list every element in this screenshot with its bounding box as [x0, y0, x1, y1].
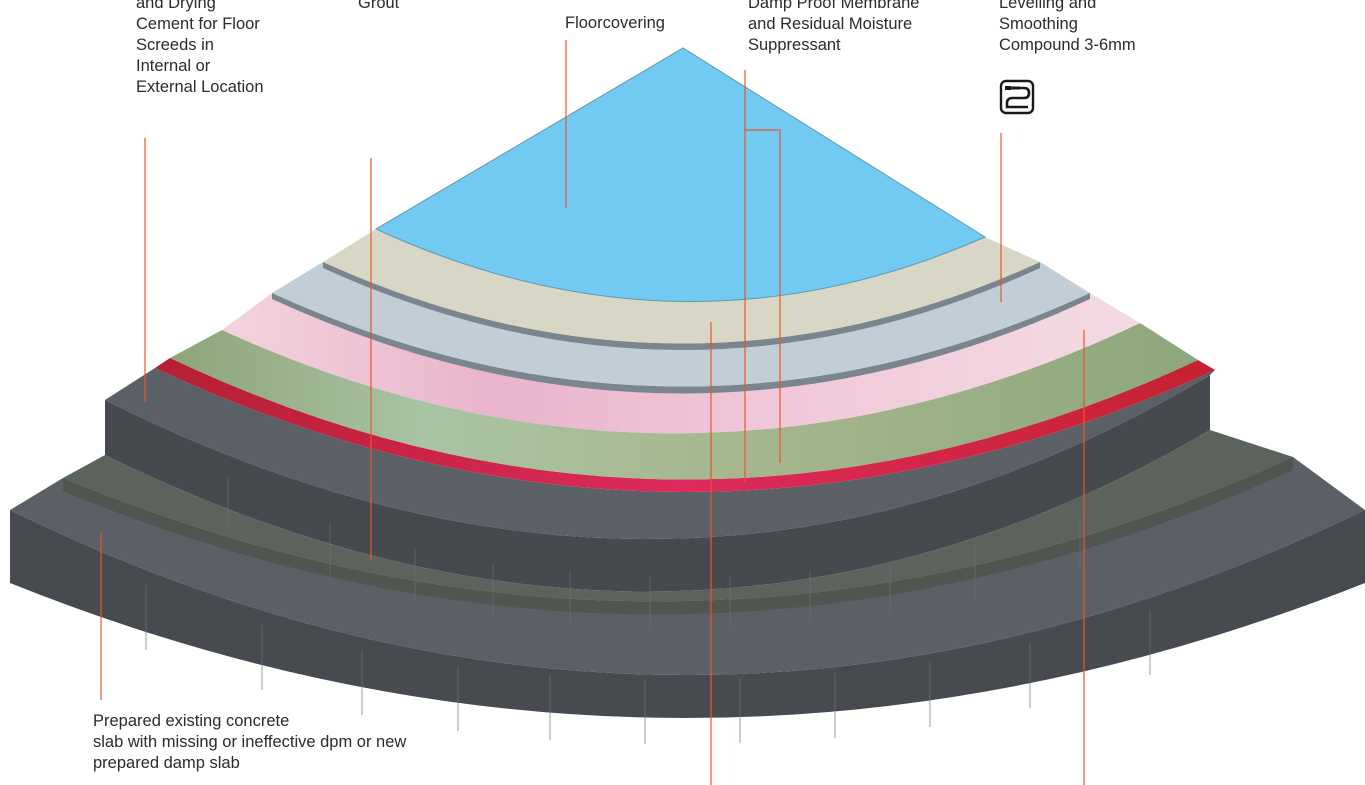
- green-layer: [170, 323, 1198, 480]
- label-cement-line-1: and Drying: [136, 0, 216, 12]
- label-slab-line-2: slab with missing or ineffective dpm or …: [93, 733, 407, 751]
- label-levelling-line-1: Levelling and: [999, 0, 1097, 12]
- slab-bottom-top: [10, 457, 1365, 675]
- label-grout: Grout: [358, 0, 399, 14]
- label-cement-line-4: Internal or: [136, 57, 211, 75]
- slab-upper-top: [105, 368, 1215, 540]
- pink-layer: [222, 293, 1140, 434]
- beige-layer-edge: [323, 262, 1040, 350]
- label-dpm-line-1: Damp Proof Membrane: [748, 0, 920, 12]
- blue-grey-layer: [272, 262, 1090, 387]
- screed-side: [63, 457, 1293, 615]
- label-grout-line-1: Grout: [358, 0, 400, 12]
- floorcovering-layer: [374, 47, 987, 302]
- label-cement: and Drying Cement for Floor Screeds in I…: [136, 0, 264, 98]
- label-dpm-line-2: and Residual Moisture: [748, 15, 913, 33]
- label-levelling: Levelling and Smoothing Compound 3-6mm: [999, 0, 1136, 56]
- screed-step-side: [105, 375, 1210, 592]
- label-cement-line-5: External Location: [136, 78, 264, 96]
- label-slab-line-3: prepared damp slab: [93, 754, 240, 772]
- label-cement-line-3: Screeds in: [136, 36, 214, 54]
- leader-dpm-2: [745, 129, 781, 463]
- pump-hose-icon: [999, 79, 1035, 115]
- label-floorcovering: Floorcovering: [565, 13, 665, 34]
- label-slab: Prepared existing concrete slab with mis…: [93, 711, 406, 774]
- label-levelling-line-2: Smoothing: [999, 15, 1078, 33]
- leader-lines: [100, 40, 1085, 785]
- blue-grey-layer-edge: [272, 293, 1090, 394]
- label-slab-line-1: Prepared existing concrete: [93, 712, 290, 730]
- label-floorcovering-line-1: Floorcovering: [565, 14, 665, 32]
- slab-bottom-side: [10, 510, 1365, 718]
- beige-layer: [323, 229, 1040, 344]
- label-dpm-line-3: Suppressant: [748, 36, 841, 54]
- dpm-red-layer: [155, 358, 1215, 493]
- label-dpm: Damp Proof Membrane and Residual Moistur…: [748, 0, 920, 56]
- label-levelling-line-3: Compound 3-6mm: [999, 36, 1136, 54]
- label-cement-line-2: Cement for Floor: [136, 15, 260, 33]
